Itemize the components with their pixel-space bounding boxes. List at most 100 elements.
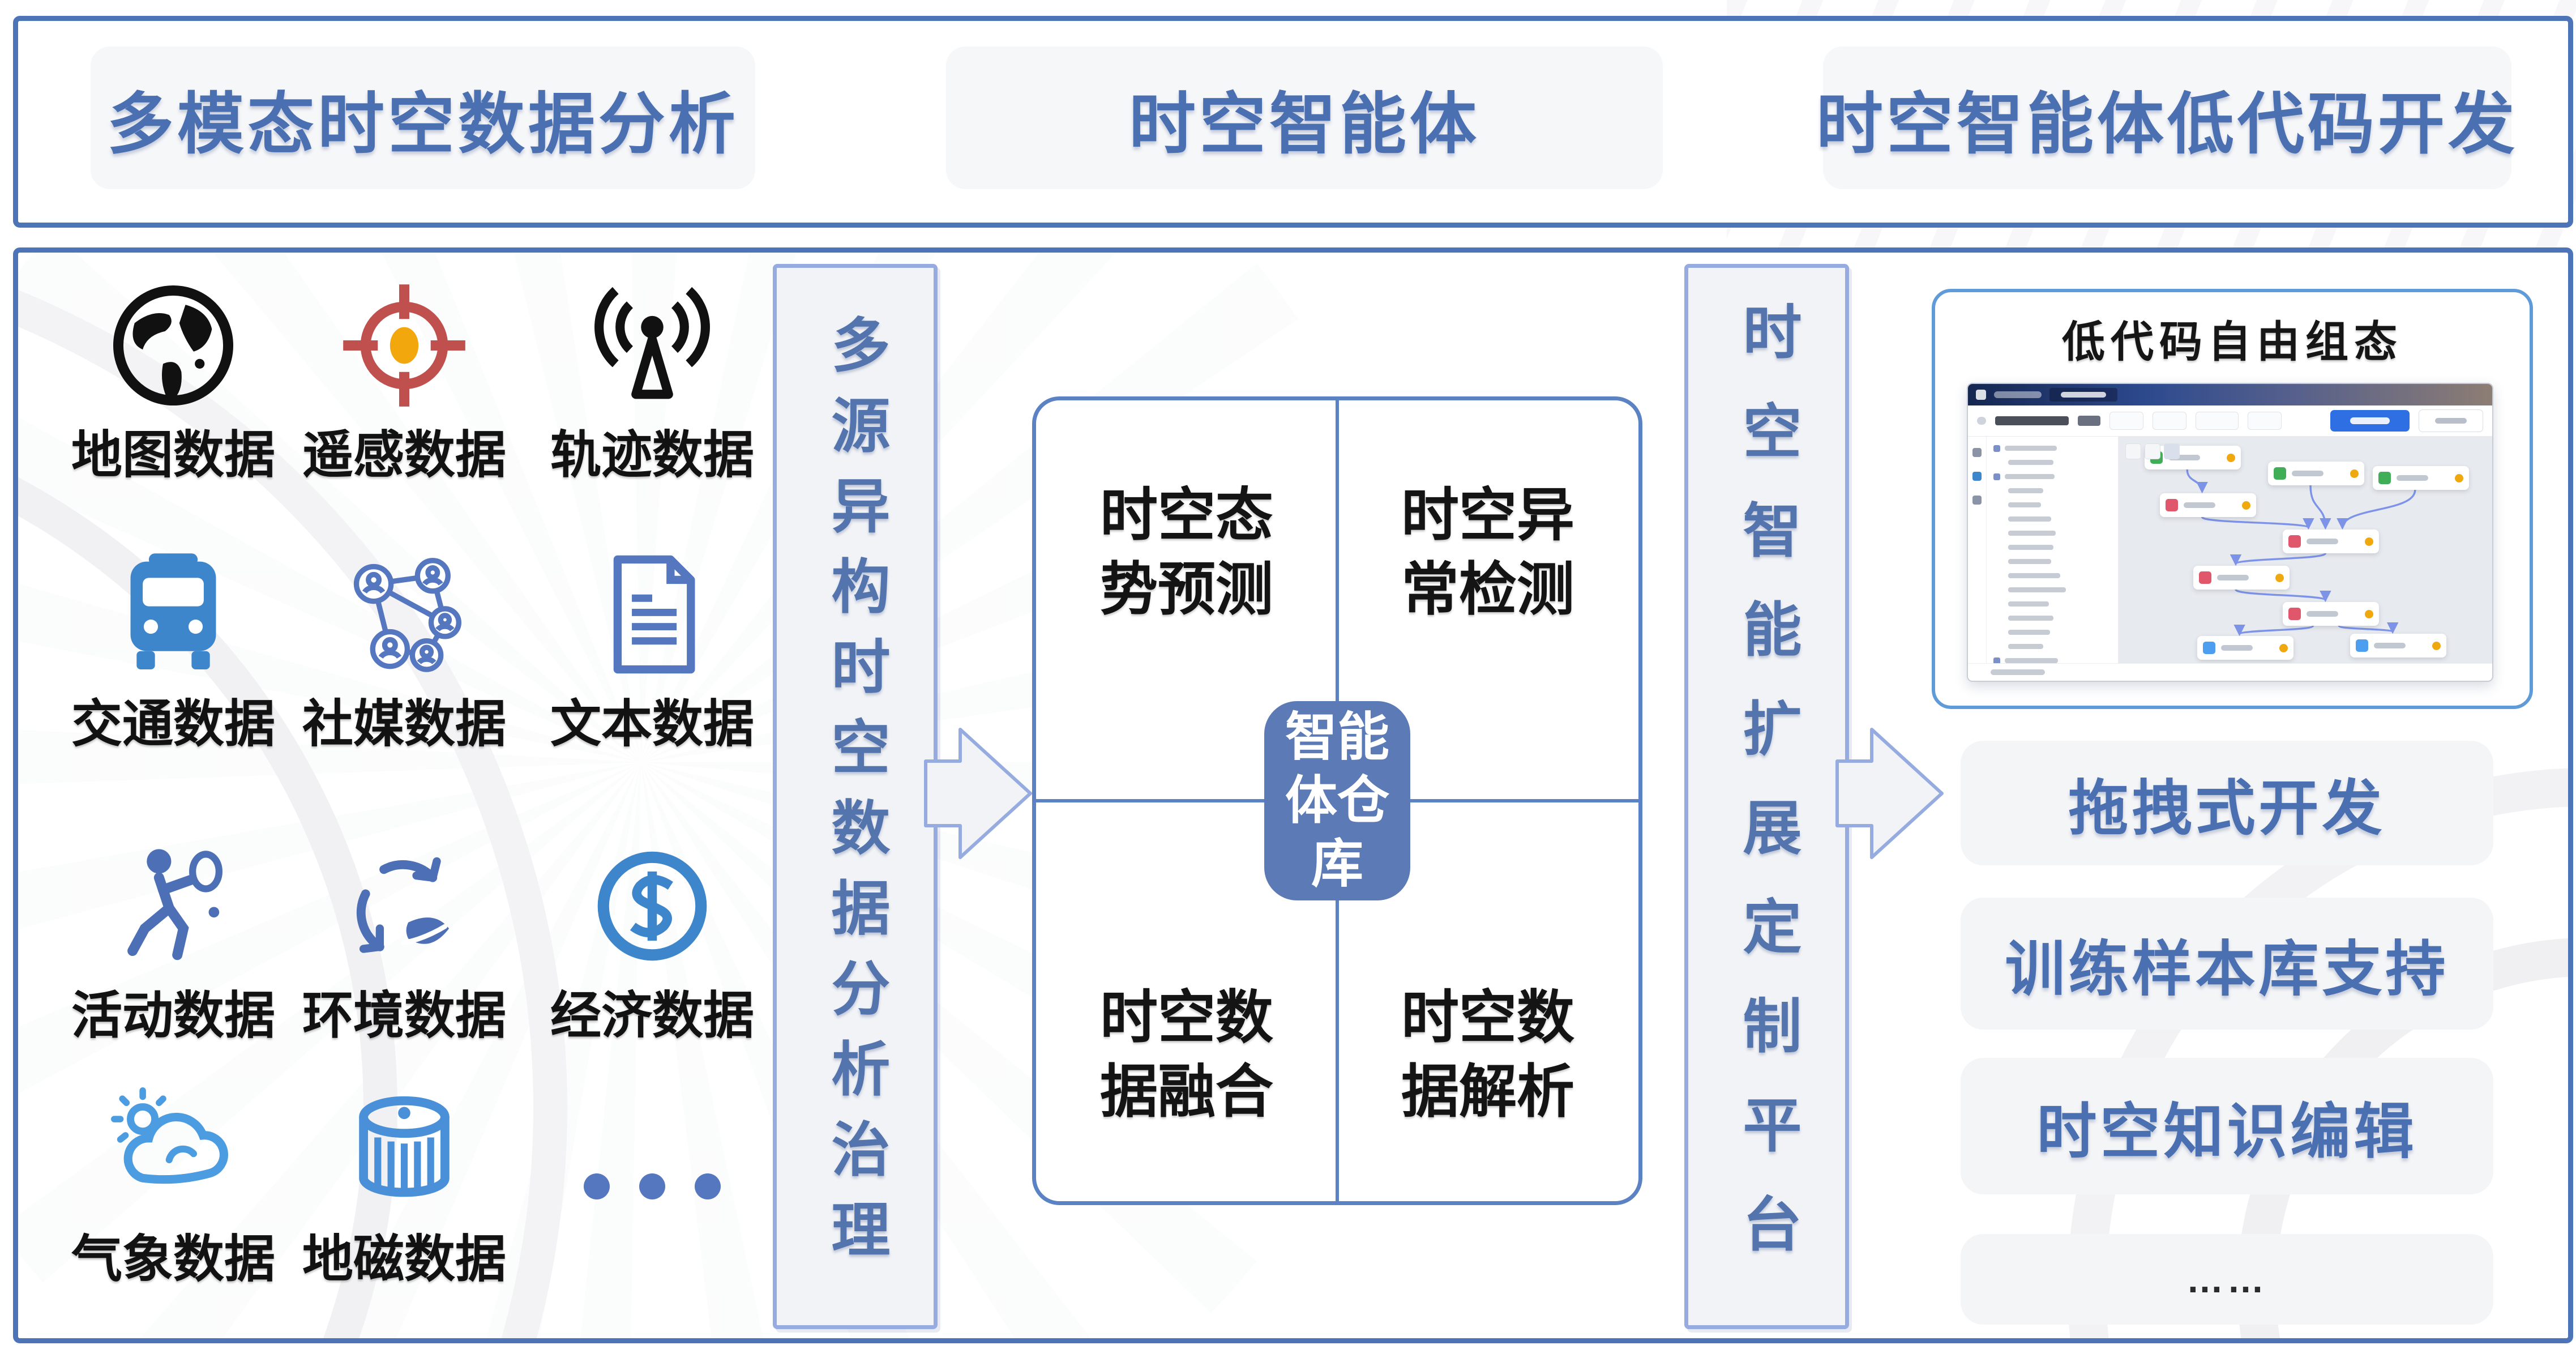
agent-capability-matrix: 时空态势预测 时空异常检测 时空数据融合 时空数据解析 智能体仓库 <box>1032 396 1642 1205</box>
document-icon <box>587 546 717 682</box>
node-type-icon <box>2288 535 2301 548</box>
agent-warehouse-badge: 智能体仓库 <box>1264 701 1410 900</box>
node-type-icon <box>2199 571 2211 584</box>
data-source-social-media: 社媒数据 <box>285 546 523 756</box>
stage-bar-label: 时空智能扩展定制平台 <box>1734 301 1799 1292</box>
stage-bar-data-governance: 多源异构时空数据分析治理 <box>773 264 938 1329</box>
data-source-label: 地磁数据 <box>302 1231 506 1288</box>
data-source-label: 气象数据 <box>71 1231 275 1288</box>
sidebar-item <box>1993 543 2118 552</box>
node-status-dot <box>2365 537 2374 546</box>
data-source-trajectory: 轨迹数据 <box>533 277 771 487</box>
toolbar-button <box>2196 412 2239 430</box>
feature-knowledge-editing: 时空知识编辑 <box>1961 1058 2493 1194</box>
data-source-label: 活动数据 <box>71 988 275 1044</box>
node-type-icon <box>2378 472 2391 484</box>
geomagnetic-icon <box>339 1082 469 1218</box>
stage-bar-extension-platform: 时空智能扩展定制平台 <box>1684 264 1849 1329</box>
node-type-icon <box>2165 499 2178 511</box>
workflow-node <box>2193 566 2290 590</box>
sidebar-item <box>1993 500 2118 510</box>
fit-view-icon <box>2164 443 2180 459</box>
main-diagram-area: 地图数据 遥感数据 <box>13 247 2573 1343</box>
feature-label: 拖拽式开发 <box>2068 775 2386 842</box>
app-titlebar <box>1968 384 2492 405</box>
feature-drag-drop-development: 拖拽式开发 <box>1961 741 2493 865</box>
data-source-label: 环境数据 <box>302 988 506 1044</box>
zoom-controls <box>2125 443 2180 459</box>
app-tab <box>1994 391 2042 398</box>
sidebar-item <box>1993 528 2118 538</box>
environment-icon <box>339 838 469 974</box>
quadrant-label: 时空数据解析 <box>1401 985 1574 1124</box>
sidebar-item <box>1993 486 2118 496</box>
sidebar-item <box>1993 642 2118 651</box>
feature-more-label: …… <box>2186 1258 2268 1300</box>
save-button <box>2419 409 2483 432</box>
app-tab-active <box>2049 388 2117 402</box>
stage-bar-label: 多源异构时空数据分析治理 <box>822 314 888 1279</box>
data-source-economy: 经济数据 <box>533 838 771 1048</box>
data-source-geomagnetic: 地磁数据 <box>285 1082 523 1291</box>
toolbar-button <box>2153 412 2186 430</box>
header-banner: 多模态时空数据分析 时空智能体 时空智能体低代码开发 <box>13 16 2573 228</box>
data-source-traffic: 交通数据 <box>54 546 292 756</box>
node-status-dot <box>2454 473 2463 483</box>
flow-arrow-icon <box>1835 728 1944 859</box>
app-toolbar <box>1968 405 2492 437</box>
ellipsis-icon <box>584 1082 721 1291</box>
header-label: 多模态时空数据分析 <box>106 87 739 162</box>
status-badge <box>2078 416 2100 426</box>
quadrant-data-parsing: 时空数据解析 <box>1337 801 1638 1201</box>
zoom-in-icon <box>2145 443 2160 459</box>
quadrant-data-fusion: 时空数据融合 <box>1036 801 1337 1201</box>
sidebar-item <box>1993 458 2118 467</box>
sidebar-item <box>1993 514 2118 524</box>
component-group-icon <box>1993 473 2000 480</box>
node-type-icon <box>2356 639 2369 652</box>
collapse-icon <box>1977 417 1986 425</box>
node-status-dot <box>2275 573 2284 582</box>
globe-icon <box>108 277 238 413</box>
component-sidebar <box>1987 437 2119 663</box>
activity-icon <box>108 838 238 974</box>
component-group-icon <box>1993 445 2000 452</box>
sidebar-item <box>1993 571 2118 580</box>
workflow-node <box>2350 634 2447 657</box>
quadrant-anomaly-detection: 时空异常检测 <box>1337 400 1638 801</box>
sidebar-item <box>1993 656 2118 663</box>
toolbar-button <box>2248 412 2282 430</box>
feature-label: 训练样本库支持 <box>2005 936 2449 1003</box>
workflow-node <box>2268 462 2364 485</box>
workflow-name-text <box>1995 416 2069 425</box>
lowcode-screenshot-title: 低代码自由组态 <box>2062 318 2403 366</box>
economy-icon <box>587 838 717 974</box>
components-icon <box>1972 472 1982 481</box>
data-source-map: 地图数据 <box>54 277 292 487</box>
feature-more: …… <box>1961 1234 2493 1325</box>
sidebar-item <box>1993 557 2118 566</box>
header-label: 时空智能体低代码开发 <box>1816 87 2519 162</box>
sidebar-item <box>1993 613 2118 623</box>
data-source-label: 经济数据 <box>550 988 754 1044</box>
data-source-activity: 活动数据 <box>54 838 292 1048</box>
run-button <box>2330 410 2410 432</box>
data-source-label: 文本数据 <box>550 696 754 753</box>
data-source-label: 交通数据 <box>71 696 275 753</box>
workflow-canvas <box>2119 437 2492 663</box>
data-source-label: 社媒数据 <box>302 696 506 753</box>
sidebar-item <box>1993 585 2118 595</box>
header-item-multimodal-analysis: 多模态时空数据分析 <box>91 46 755 189</box>
component-group-icon <box>1993 657 2000 663</box>
node-status-dot <box>2227 453 2236 462</box>
workflow-node <box>2372 466 2469 490</box>
data-source-label: 轨迹数据 <box>550 427 754 484</box>
workflow-node <box>2283 530 2380 553</box>
sidebar-item <box>1993 443 2118 453</box>
lowcode-app-window <box>1967 383 2493 682</box>
app-body <box>1968 437 2492 663</box>
node-type-icon <box>2288 608 2301 620</box>
settings-icon <box>1972 496 1982 505</box>
sidebar-item <box>1993 472 2118 481</box>
